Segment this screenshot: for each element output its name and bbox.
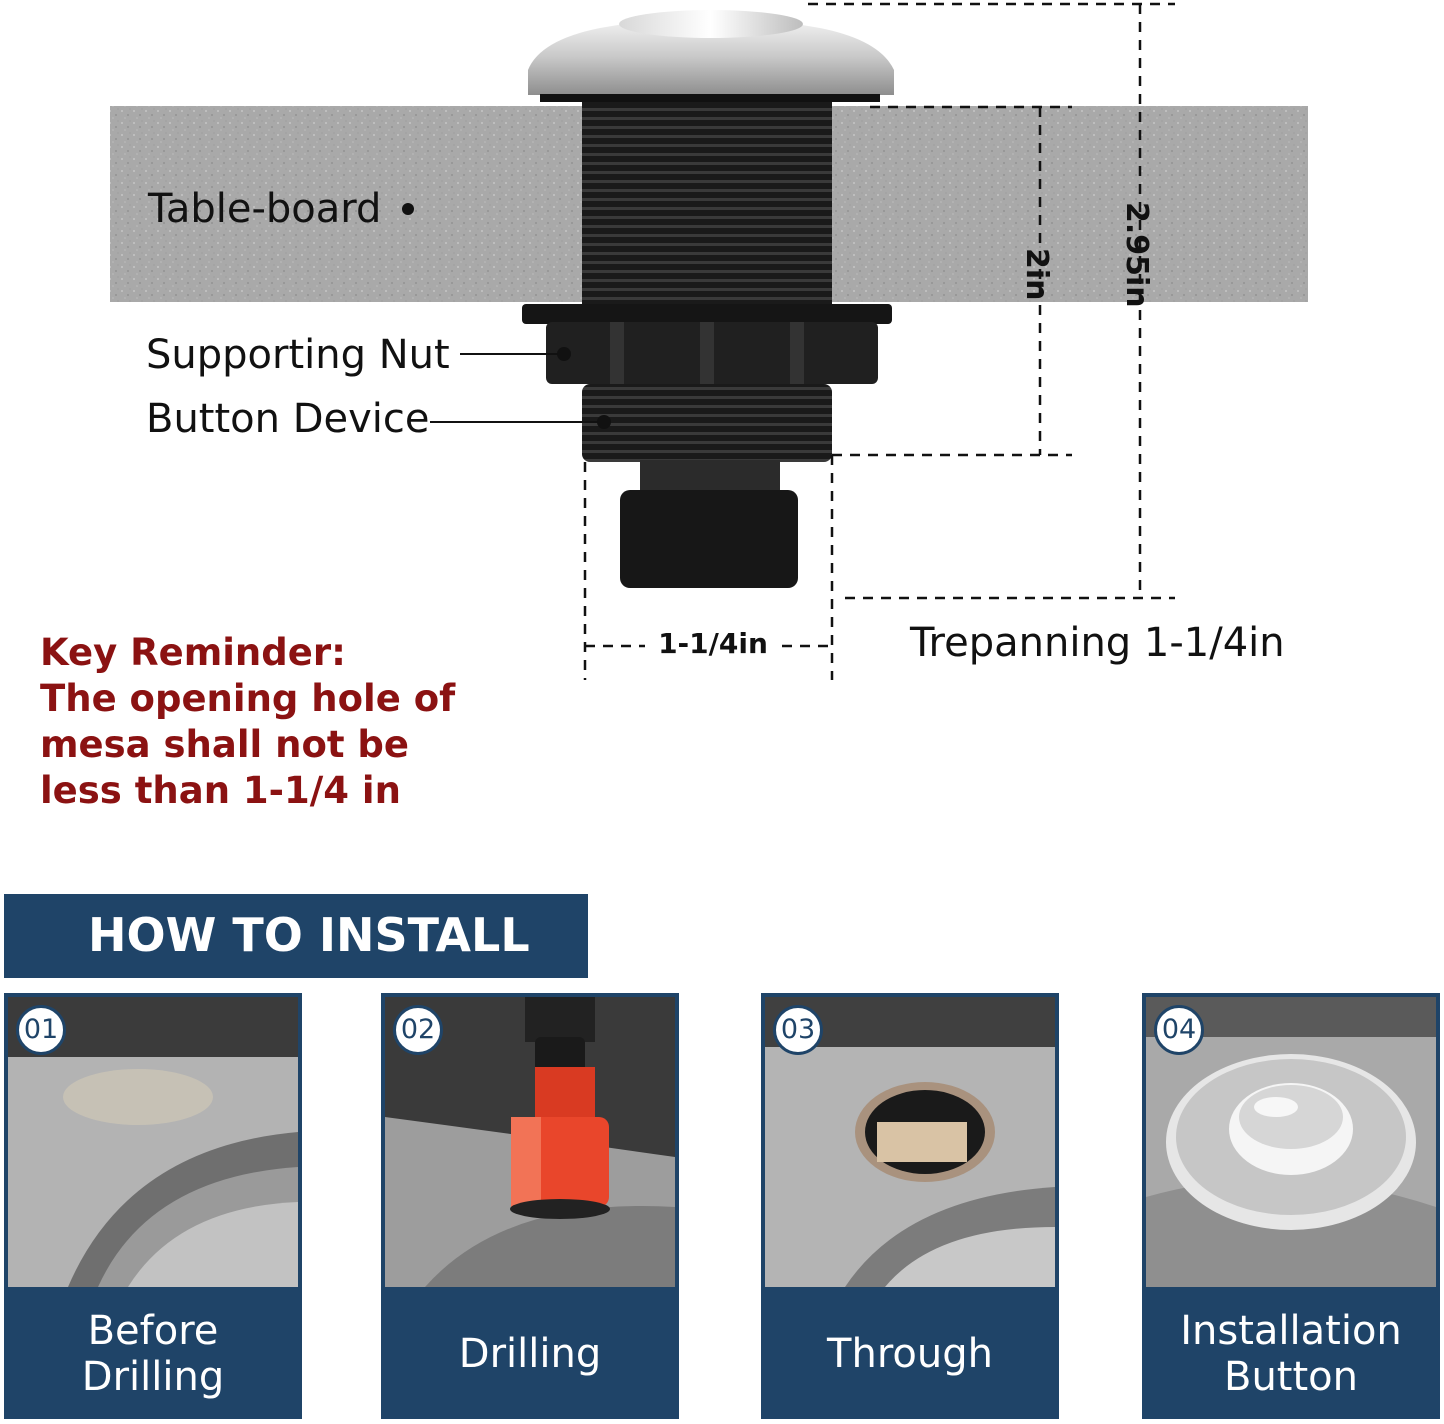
button-device-thread [582, 384, 832, 462]
install-step-3: 03 Through [761, 993, 1059, 1419]
step-photo-through: 03 [765, 997, 1055, 1287]
threaded-body [582, 98, 832, 306]
step-number-badge: 02 [393, 1005, 443, 1055]
caption-line: Installation [1180, 1308, 1402, 1354]
cap-top-button [619, 10, 803, 38]
install-step-2: 02 Drilling [381, 993, 679, 1419]
dimension-total-height-label: 2.95in [1119, 202, 1154, 308]
cap-gasket [540, 94, 880, 102]
supporting-nut-flange [522, 304, 892, 324]
lower-connector [640, 460, 780, 494]
install-step-1: 01 Before Drilling [4, 993, 302, 1419]
trepanning-label: Trepanning 1-1/4in [909, 620, 1285, 666]
button-dimension-diagram: Table-board Supporting Nut Button Device… [110, 2, 1308, 680]
hex-nut [620, 490, 798, 588]
caption-line: Button [1224, 1354, 1358, 1400]
step-caption: Before Drilling [4, 1293, 302, 1415]
step-caption: Drilling [381, 1293, 679, 1415]
reminder-line: Key Reminder: [40, 631, 346, 674]
reminder-line: less than 1-1/4 in [40, 769, 401, 812]
how-to-install-title: HOW TO INSTALL [88, 908, 530, 962]
reminder-line: mesa shall not be [40, 723, 410, 766]
caption-line: Drilling [81, 1354, 225, 1400]
dimension-2in-label: 2in [1019, 248, 1054, 301]
chrome-cap [528, 18, 894, 95]
reminder-line: The opening hole of [40, 677, 456, 720]
step-caption: Installation Button [1142, 1293, 1440, 1415]
step-photo-drilling: 02 [385, 997, 675, 1287]
table-board-label: Table-board [147, 186, 381, 232]
step-number-badge: 01 [16, 1005, 66, 1055]
install-step-4: 04 Installation Button [1142, 993, 1440, 1419]
step-photo-before-drilling: 01 [8, 997, 298, 1287]
step-caption: Through [761, 1293, 1059, 1415]
step-number-badge: 04 [1154, 1005, 1204, 1055]
step-photo-installation-button: 04 [1146, 997, 1436, 1287]
caption-line: Through [827, 1331, 993, 1377]
caption-line: Drilling [458, 1331, 602, 1377]
step-number-badge: 03 [773, 1005, 823, 1055]
dimension-width-label: 1-1/4in [658, 627, 768, 660]
how-to-install-banner: HOW TO INSTALL [4, 894, 588, 978]
caption-line: Before [87, 1308, 219, 1354]
supporting-nut-label: Supporting Nut [146, 332, 450, 378]
key-reminder: Key Reminder: The opening hole of mesa s… [40, 630, 560, 814]
button-device-label: Button Device [146, 396, 430, 442]
